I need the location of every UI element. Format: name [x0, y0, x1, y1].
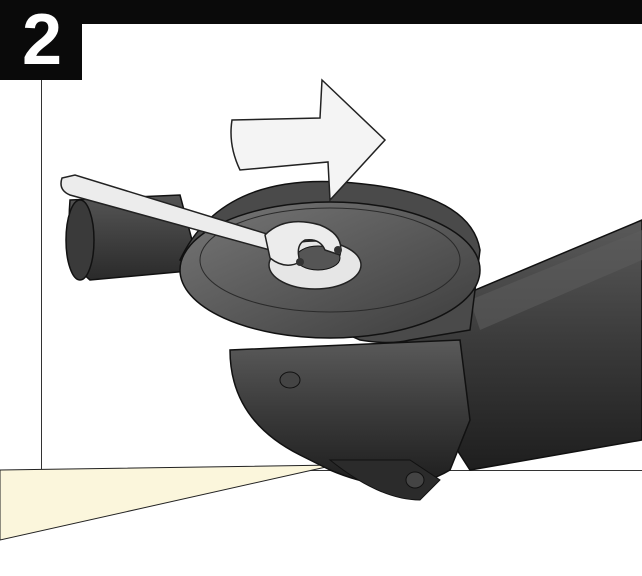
- wrench-head: [264, 220, 342, 266]
- rotation-arrow: [230, 78, 387, 202]
- top-bar: [0, 0, 642, 24]
- wrench-pin: [296, 258, 304, 266]
- step-number-badge: 2: [0, 0, 82, 80]
- wrench-pin: [334, 246, 342, 254]
- handle-end: [65, 199, 95, 281]
- callout-pointer: [0, 464, 336, 541]
- disc-ring: [199, 207, 461, 313]
- frame-border-left: [41, 80, 42, 470]
- screw: [279, 371, 301, 389]
- gear-head-base: [328, 459, 441, 501]
- screw: [405, 471, 425, 489]
- motor-highlight: [470, 230, 642, 330]
